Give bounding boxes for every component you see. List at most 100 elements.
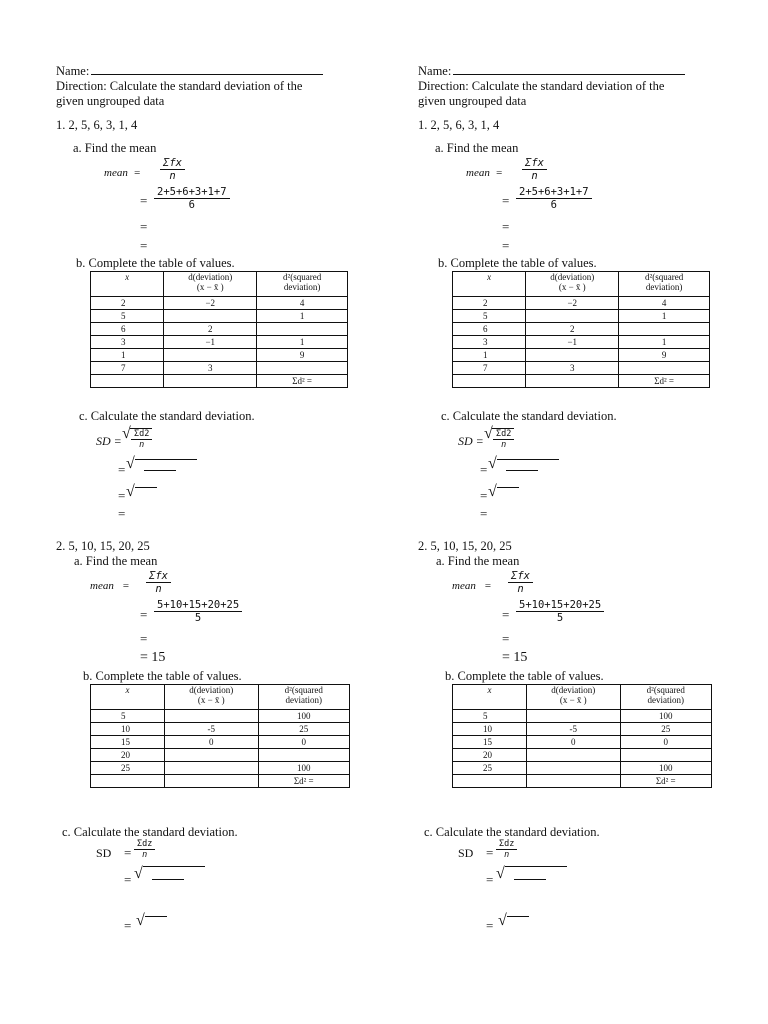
deviation-cell[interactable] [163,309,258,323]
squared-deviation-cell[interactable]: Σd² = [256,374,348,388]
deviation-cell[interactable]: −2 [525,296,620,310]
squared-deviation-cell[interactable]: 4 [256,296,348,310]
x-cell: 15 [90,735,165,749]
table-row: 1 9 [451,348,710,362]
table-row: 25 100 [90,761,351,775]
x-cell: 1 [89,348,165,362]
squared-deviation-cell[interactable]: 100 [257,761,351,775]
deviation-cell[interactable] [525,374,620,388]
x-cell: 7 [89,361,165,375]
squared-deviation-cell[interactable] [618,322,710,336]
deviation-cell[interactable]: −2 [163,296,258,310]
header-x: x [452,684,527,710]
deviation-cell[interactable] [525,774,621,788]
squared-deviation-cell[interactable] [618,361,710,375]
name-line[interactable] [453,63,686,75]
equals-sign: = [140,607,148,622]
table-row: Σd² = [90,774,351,788]
table-row: 6 2 [89,322,348,336]
deviation-cell[interactable] [163,374,258,388]
deviation-cell[interactable]: -5 [525,722,621,736]
squared-deviation-cell[interactable]: 1 [256,309,348,323]
squared-deviation-cell[interactable] [256,361,348,375]
answer-blank[interactable] [506,470,538,471]
radical-bar [497,487,519,488]
x-cell: 20 [452,748,527,762]
deviation-cell[interactable] [163,748,259,762]
squared-deviation-cell[interactable]: Σd² = [257,774,351,788]
deviation-cell[interactable]: −1 [163,335,258,349]
name-field[interactable]: Name: [56,63,324,79]
name-line[interactable] [91,63,324,75]
deviation-cell[interactable] [525,761,621,775]
radical-bar [497,459,559,460]
squared-deviation-cell[interactable]: 0 [619,735,713,749]
problem-2-part-a: a. Find the mean [436,554,520,568]
deviation-cell[interactable]: 3 [525,361,620,375]
deviation-cell[interactable] [525,309,620,323]
x-cell: 5 [452,709,527,723]
x-cell [451,374,527,388]
header-x: x [451,271,527,297]
table-row: 5 100 [90,709,351,723]
answer-blank[interactable] [514,879,546,880]
answer-blank[interactable] [144,470,176,471]
x-cell: 10 [452,722,527,736]
mean-label: mean = [90,580,130,592]
deviation-cell[interactable]: 0 [525,735,621,749]
squared-deviation-cell[interactable] [256,322,348,336]
table-row: 10 -5 25 [90,722,351,736]
squared-deviation-cell[interactable]: 25 [619,722,713,736]
mean-result: = 15 [140,650,166,665]
header-deviation: d(deviation)(x − x̄ ) [163,684,259,710]
equals-sign: = [124,918,132,933]
equals-sign: = [140,238,148,253]
deviation-cell[interactable]: 0 [163,735,259,749]
problem-1-part-c: c. Calculate the standard deviation. [79,409,255,423]
squared-deviation-cell[interactable] [257,748,351,762]
squared-deviation-cell[interactable]: 9 [618,348,710,362]
squared-deviation-cell[interactable]: 25 [257,722,351,736]
squared-deviation-cell[interactable]: 4 [618,296,710,310]
squared-deviation-cell[interactable]: 1 [618,309,710,323]
direction-line-1: Direction: Calculate the standard deviat… [56,79,303,93]
deviation-cell[interactable] [163,709,259,723]
deviation-cell[interactable] [525,748,621,762]
squared-deviation-cell[interactable]: 100 [619,761,713,775]
squared-deviation-cell[interactable]: 100 [257,709,351,723]
deviation-cell[interactable] [163,348,258,362]
squared-deviation-cell[interactable]: 1 [256,335,348,349]
squared-deviation-cell[interactable]: Σd² = [619,774,713,788]
radical-bar [143,866,205,867]
deviation-cell[interactable] [163,761,259,775]
squared-deviation-cell[interactable]: 9 [256,348,348,362]
deviation-cell[interactable]: -5 [163,722,259,736]
deviation-cell[interactable]: −1 [525,335,620,349]
deviation-cell[interactable] [163,774,259,788]
squared-deviation-cell[interactable]: 1 [618,335,710,349]
deviation-cell[interactable] [525,709,621,723]
deviation-cell[interactable]: 2 [525,322,620,336]
radical-icon: √ [496,865,505,882]
squared-deviation-cell[interactable]: 0 [257,735,351,749]
equals-sign: = [502,607,510,622]
problem-1-part-b: b. Complete the table of values. [438,256,597,270]
name-field[interactable]: Name: [418,63,686,79]
deviation-cell[interactable] [525,348,620,362]
answer-blank[interactable] [152,879,184,880]
squared-deviation-cell[interactable]: Σd² = [618,374,710,388]
equals-sign: = [124,845,132,860]
squared-deviation-cell[interactable]: 100 [619,709,713,723]
problem-1-data: 1. 2, 5, 6, 3, 1, 4 [56,118,138,132]
deviation-cell[interactable]: 3 [163,361,258,375]
header-x: x [90,684,165,710]
squared-deviation-cell[interactable] [619,748,713,762]
deviation-cell[interactable]: 2 [163,322,258,336]
problem-1-part-c: c. Calculate the standard deviation. [441,409,617,423]
